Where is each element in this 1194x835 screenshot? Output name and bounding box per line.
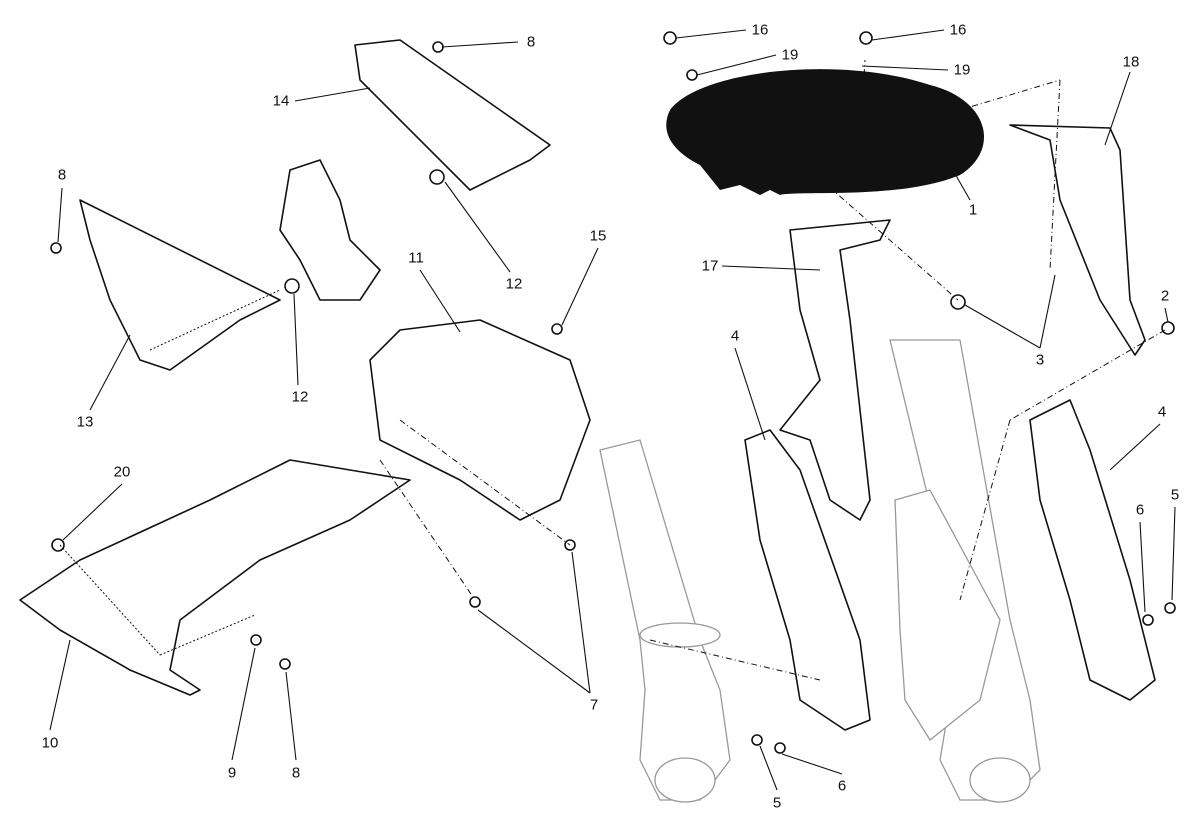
callout-19: 19 bbox=[953, 61, 971, 79]
callout-6: 6 bbox=[837, 777, 847, 795]
mudguard-bracket bbox=[779, 219, 891, 521]
callout-2: 2 bbox=[1160, 287, 1170, 305]
left-fork-leg bbox=[599, 439, 731, 803]
side-cover-upper bbox=[354, 39, 551, 191]
mounting-bracket bbox=[279, 159, 381, 301]
callout-8: 8 bbox=[526, 33, 536, 51]
callout-20: 20 bbox=[113, 463, 131, 481]
callout-5: 5 bbox=[772, 794, 782, 812]
side-panel bbox=[79, 199, 281, 371]
callout-15: 15 bbox=[589, 227, 607, 245]
callout-4: 4 bbox=[1157, 403, 1167, 421]
callout-16: 16 bbox=[949, 21, 967, 39]
callout-9: 9 bbox=[227, 764, 237, 782]
callout-14: 14 bbox=[272, 92, 290, 110]
callout-12: 12 bbox=[291, 388, 309, 406]
callout-8: 8 bbox=[57, 166, 67, 184]
callout-10: 10 bbox=[41, 734, 59, 752]
mudguard-bracket-right bbox=[1009, 124, 1146, 356]
callout-1: 1 bbox=[968, 201, 978, 219]
callout-6: 6 bbox=[1135, 501, 1145, 519]
callout-3: 3 bbox=[1035, 351, 1045, 369]
callout-12: 12 bbox=[505, 275, 523, 293]
callout-16: 16 bbox=[751, 21, 769, 39]
callout-19: 19 bbox=[781, 46, 799, 64]
leader-lines bbox=[49, 29, 1176, 791]
fork-guard-right bbox=[1029, 399, 1156, 701]
callout-11: 11 bbox=[408, 249, 424, 267]
assembly-lines bbox=[59, 59, 1166, 681]
callout-5: 5 bbox=[1170, 486, 1180, 504]
callout-13: 13 bbox=[76, 413, 94, 431]
callout-17: 17 bbox=[701, 257, 719, 275]
air-duct bbox=[369, 319, 591, 521]
fork-guard-left bbox=[744, 429, 871, 731]
lower-fairing bbox=[19, 459, 411, 696]
callout-18: 18 bbox=[1122, 53, 1140, 71]
right-fork-leg bbox=[889, 339, 1041, 803]
callout-4: 4 bbox=[730, 327, 740, 345]
front-mudguard bbox=[666, 69, 984, 195]
callout-8: 8 bbox=[291, 764, 301, 782]
callout-7: 7 bbox=[589, 696, 599, 714]
